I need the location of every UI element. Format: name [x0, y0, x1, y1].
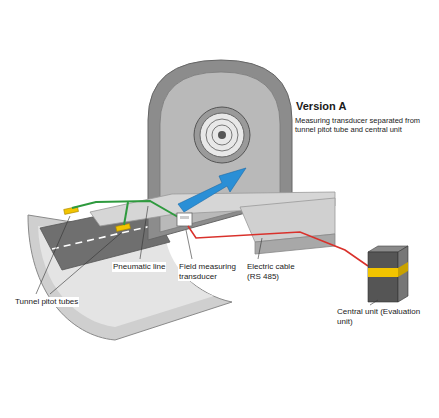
part-label: Central unit (Evaluation unit) — [336, 307, 422, 326]
part-label: Pneumatic line — [112, 262, 166, 272]
leader-lines — [36, 206, 378, 305]
part-label: Electric cable (RS 485) — [246, 262, 308, 281]
electric-cable — [188, 226, 368, 266]
part-label: Tunnel pitot tubes — [14, 297, 79, 307]
road-marking — [52, 224, 160, 249]
transducer-box — [177, 213, 192, 226]
duct-edge — [255, 234, 335, 254]
part-label: Field measuring transducer — [178, 262, 244, 281]
air-flow-arrow — [178, 168, 246, 212]
diagram-subtitle: Measuring transducer separated from tunn… — [295, 116, 435, 134]
pneumatic-line — [124, 202, 128, 225]
diagram-title: Version A — [296, 100, 346, 113]
fan — [194, 107, 250, 163]
